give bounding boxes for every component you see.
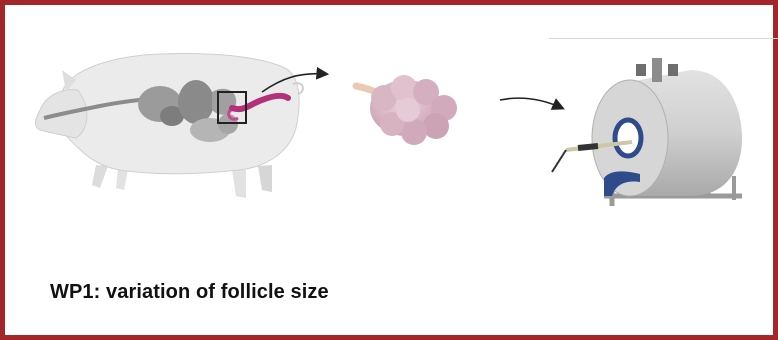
ovary-illustration [356,75,457,145]
figure-caption: WP1: variation of follicle size [50,281,329,304]
arrow-icon [500,98,562,108]
pig-anatomy-illustration [35,54,302,198]
mri-scanner-illustration [552,58,742,206]
